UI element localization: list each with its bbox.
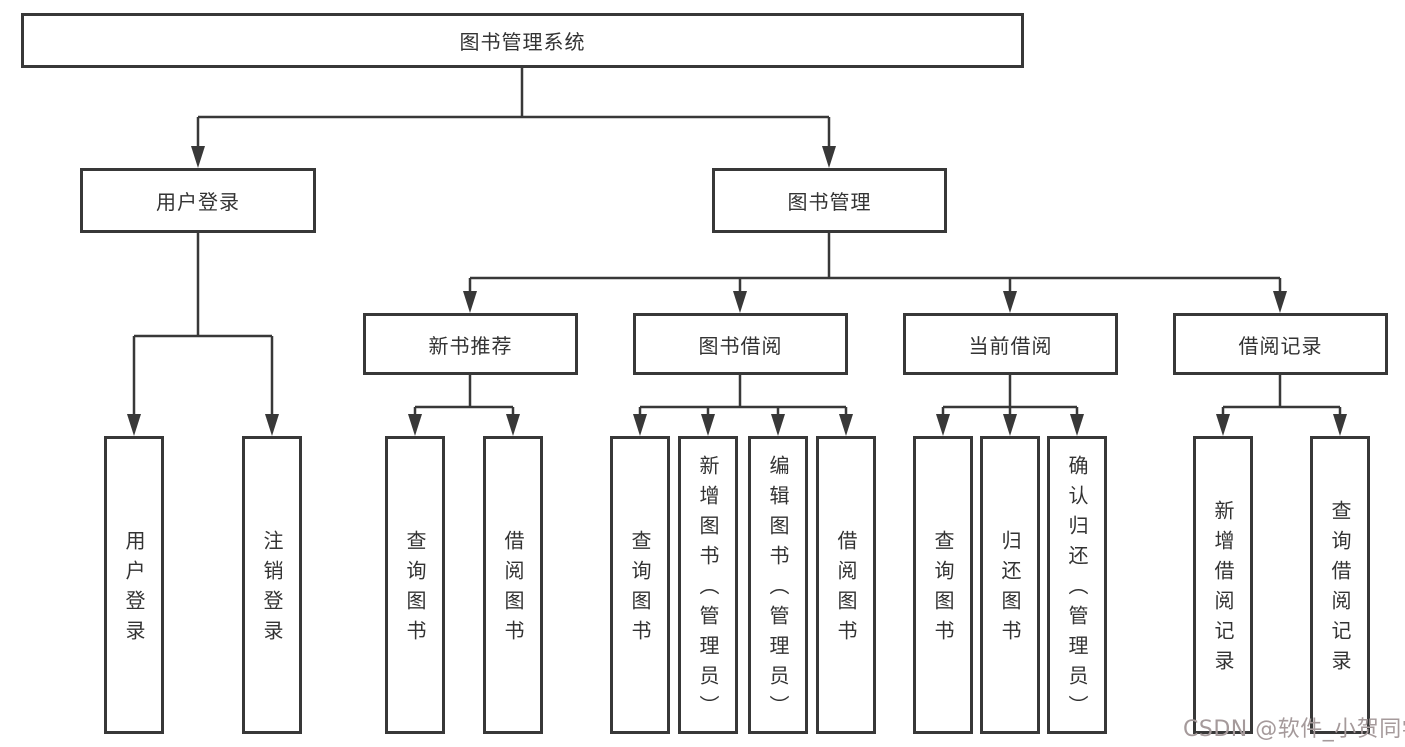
node-label: 图书借阅	[698, 333, 783, 358]
leaf-label: 归还图书	[998, 530, 1022, 650]
connector-borrow-records	[1216, 375, 1347, 436]
csdn-watermark: CSDN @软件_小贺同学	[1183, 717, 1405, 742]
connector-new-book-recommend	[408, 375, 520, 436]
leaf-newbooks-query-books: 查询图书	[385, 436, 445, 734]
node-new-book-recommend: 新书推荐	[363, 313, 578, 375]
leaf-records-query-borrow-record: 查询借阅记录	[1310, 436, 1370, 734]
leaf-label: 查询图书	[931, 530, 955, 650]
leaf-label: 借阅图书	[501, 530, 525, 650]
leaf-label: 注销登录	[260, 530, 284, 650]
node-current-borrow: 当前借阅	[903, 313, 1118, 375]
leaf-label: 新增借阅记录	[1211, 500, 1235, 680]
leaf-label: 查询图书	[403, 530, 427, 650]
node-label: 图书管理	[787, 190, 872, 214]
leaf-user-login: 用户登录	[104, 436, 164, 734]
leaf-label: 查询借阅记录	[1328, 500, 1352, 680]
connector-root	[191, 68, 836, 168]
node-book-borrow: 图书借阅	[633, 313, 848, 375]
leaf-bookborrow-query-books: 查询图书	[610, 436, 670, 734]
node-label: 借阅记录	[1238, 333, 1323, 358]
leaf-bookborrow-borrow-books: 借阅图书	[816, 436, 876, 734]
node-label: 用户登录	[156, 190, 240, 214]
leaf-currentborrow-confirm-return-admin: 确认归还（管理员）	[1047, 436, 1107, 734]
leaf-label: 查询图书	[628, 530, 652, 650]
node-label: 当前借阅	[968, 333, 1053, 358]
leaf-currentborrow-return-books: 归还图书	[980, 436, 1040, 734]
leaf-records-add-borrow-record: 新增借阅记录	[1193, 436, 1253, 734]
leaf-logout: 注销登录	[242, 436, 302, 734]
leaf-label: 用户登录	[122, 530, 146, 650]
node-user-login: 用户登录	[80, 168, 316, 233]
connector-book-borrow	[633, 375, 853, 436]
leaf-label: 新增图书（管理员）	[696, 455, 720, 725]
connector-current-borrow	[936, 375, 1084, 436]
node-label: 新书推荐	[428, 333, 513, 358]
node-borrow-records: 借阅记录	[1173, 313, 1388, 375]
leaf-label: 确认归还（管理员）	[1065, 455, 1089, 725]
connector-user-login	[127, 233, 279, 436]
leaf-bookborrow-edit-books-admin: 编辑图书（管理员）	[748, 436, 808, 734]
leaf-newbooks-borrow-books: 借阅图书	[483, 436, 543, 734]
connector-book-management	[463, 233, 1287, 313]
leaf-label: 编辑图书（管理员）	[766, 455, 790, 725]
node-root-library-system: 图书管理系统	[21, 13, 1024, 68]
node-label: 图书管理系统	[459, 30, 586, 54]
node-book-management: 图书管理	[712, 168, 947, 233]
leaf-label: 借阅图书	[834, 530, 858, 650]
leaf-bookborrow-add-books-admin: 新增图书（管理员）	[678, 436, 738, 734]
leaf-currentborrow-query-books: 查询图书	[913, 436, 973, 734]
